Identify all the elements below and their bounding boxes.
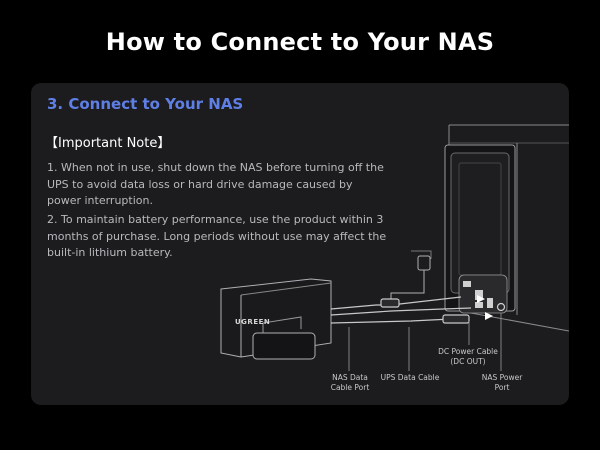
nas-port-panel <box>458 274 508 314</box>
leader-lines <box>348 313 502 371</box>
dc-power-cable-label: DC Power Cable (DC OUT) <box>438 347 498 366</box>
connection-diagram <box>220 124 569 371</box>
connection-arrows <box>477 295 493 320</box>
nas-power-port-label: NAS Power Port <box>481 373 523 392</box>
note-item-2: 2. To maintain battery performance, use … <box>47 213 387 259</box>
important-note-heading: 【Important Note】 <box>45 136 171 151</box>
wall-plug <box>390 250 432 305</box>
nas-data-cable-port-label: NAS Data Cable Port <box>330 373 370 392</box>
nas-device <box>444 124 569 332</box>
ugreen-logo: UGREEN <box>235 318 271 326</box>
instruction-card: 3. Connect to Your NAS 【Important Note】 … <box>31 83 569 405</box>
page-title: How to Connect to Your NAS <box>105 28 495 56</box>
ups-data-cable-label: UPS Data Cable <box>380 373 440 382</box>
ups-device <box>220 278 332 360</box>
note-item-1: 1. When not in use, shut down the NAS be… <box>47 161 384 207</box>
cables <box>330 296 472 324</box>
section-title: 3. Connect to Your NAS <box>47 95 244 113</box>
